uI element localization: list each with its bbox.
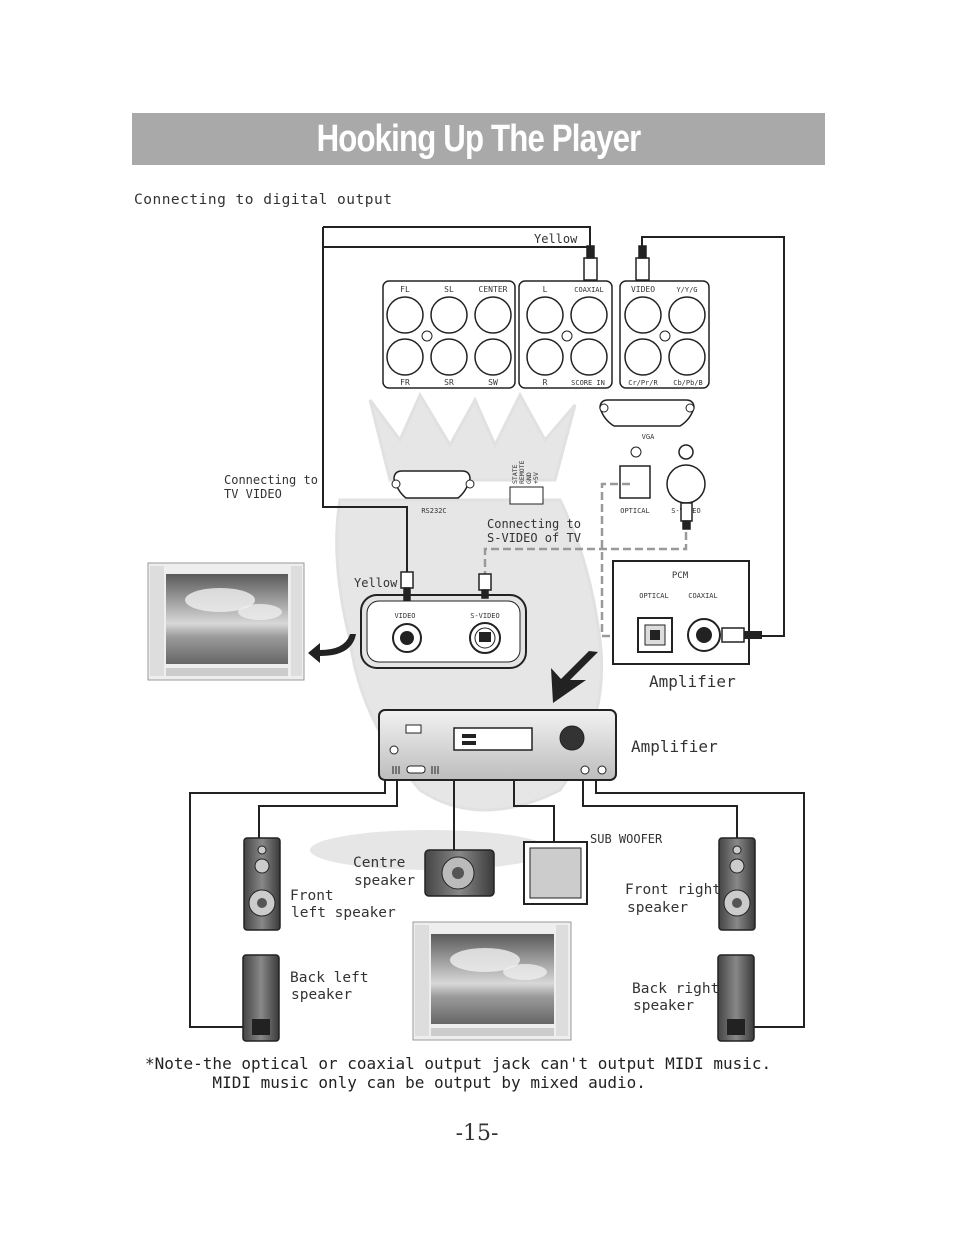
back-left-label-2: speaker (291, 987, 352, 1003)
title-bar: Hooking Up The Player (132, 113, 825, 165)
back-right-label-2: speaker (633, 998, 694, 1014)
section-subtitle: Connecting to digital output (134, 192, 393, 208)
page-number: -15- (455, 1121, 499, 1146)
svg-text:OPTICAL: OPTICAL (620, 507, 650, 515)
svg-text:COAXIAL: COAXIAL (688, 592, 718, 600)
front-left-speaker (243, 837, 281, 931)
jack-label-ygy: Y/Y/G (676, 286, 697, 294)
sub-woofer (523, 841, 588, 905)
tv-plugs (400, 571, 492, 601)
page-title: Hooking Up The Player (316, 117, 642, 160)
front-right-label-1: Front right (625, 882, 721, 898)
label-connect-tv-video-2: TV VIDEO (224, 487, 282, 501)
state-remote-port: STATE REMOTE GND +5V (509, 460, 544, 505)
front-right-speaker (718, 837, 756, 931)
jack-label-center: CENTER (479, 285, 508, 294)
svg-text:S-VIDEO: S-VIDEO (470, 612, 500, 620)
jack-label-sl: SL (444, 285, 454, 294)
jack-label-r: R (543, 378, 548, 387)
speaker-output-block: FL SL CENTER FR SR SW (382, 280, 516, 389)
svg-text:OPTICAL: OPTICAL (639, 592, 669, 600)
rs232c-label: RS232C (421, 507, 446, 515)
jack-label-cb: Cb/Pb/B (673, 379, 703, 387)
label-connect-svideo-2: S-VIDEO of TV (487, 531, 581, 545)
vga-label: VGA (642, 433, 655, 441)
jack-label-coaxial: COAXIAL (574, 286, 604, 294)
jack-label-score-in: SCORE IN (571, 379, 605, 387)
centre-speaker (424, 849, 495, 897)
centre-label-1: Centre (353, 855, 405, 871)
yellow-plugs-top (583, 245, 650, 281)
amplifier-label-2: Amplifier (631, 737, 718, 756)
jack-label-cr: Cr/Pr/R (628, 379, 658, 387)
svg-text:+5V: +5V (532, 472, 540, 484)
svg-text:REMOTE: REMOTE (518, 460, 526, 484)
amplifier-label-1: Amplifier (649, 672, 736, 691)
label-connect-svideo-1: Connecting to (487, 517, 581, 531)
jack-label-sr: SR (444, 378, 454, 387)
pcm-input-box: PCM OPTICAL COAXIAL (612, 560, 762, 665)
svg-text:GND: GND (525, 472, 533, 484)
vga-connector: VGA (599, 399, 695, 441)
jack-label-l: L (543, 285, 548, 294)
midi-note: *Note-the optical or coaxial output jack… (145, 1054, 771, 1092)
note-line-2: MIDI music only can be output by mixed a… (145, 1073, 646, 1092)
back-right-label-1: Back right (632, 981, 719, 997)
yellow-label-top: Yellow (534, 232, 578, 246)
jack-label-sw: SW (488, 378, 498, 387)
yellow-label-tv: Yellow (354, 576, 398, 590)
video-jack-block: VIDEO Y/Y/G Cr/Pr/R Cb/Pb/B (619, 280, 710, 389)
tv-left (147, 562, 305, 681)
front-left-label-2: left speaker (291, 905, 396, 921)
back-left-speaker (242, 954, 280, 1042)
back-left-label-1: Back left (290, 970, 369, 986)
speaker-wires (189, 780, 805, 1028)
panel-plugs (680, 502, 693, 530)
jack-label-fl: FL (400, 285, 410, 294)
tv-center (412, 921, 572, 1041)
svg-text:VIDEO: VIDEO (394, 612, 415, 620)
jack-label-video: VIDEO (631, 285, 655, 294)
jack-label-fr: FR (400, 378, 410, 387)
tv-jack-panel: VIDEO S-VIDEO (360, 594, 527, 669)
front-left-label-1: Front (290, 888, 334, 904)
centre-label-2: speaker (354, 873, 415, 889)
front-right-label-2: speaker (627, 900, 688, 916)
arrow-to-tv-icon (308, 634, 356, 663)
svg-text:PCM: PCM (672, 571, 689, 581)
audio-jack-block: L COAXIAL R SCORE IN (518, 280, 613, 389)
amplifier-unit (378, 709, 617, 781)
rs232c-connector: RS232C (391, 470, 475, 515)
back-right-speaker (717, 954, 755, 1042)
svg-text:STATE: STATE (511, 464, 519, 484)
sub-woofer-label: SUB WOOFER (590, 832, 663, 846)
note-line-1: *Note-the optical or coaxial output jack… (145, 1054, 772, 1073)
arrow-to-amplifier-icon (551, 651, 598, 703)
label-connect-tv-video-1: Connecting to (224, 473, 318, 487)
